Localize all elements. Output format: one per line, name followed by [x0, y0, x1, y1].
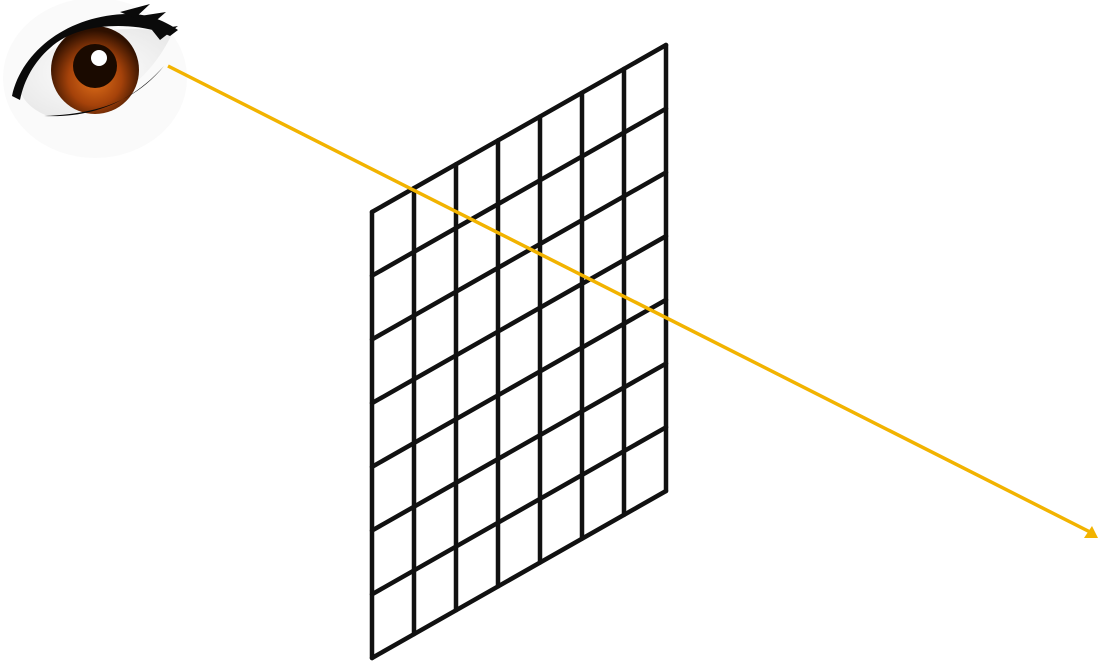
grid-plane: [372, 45, 666, 658]
ray-line: [168, 66, 1094, 534]
eye-icon: [3, 0, 187, 158]
arrowhead-icon: [1084, 526, 1098, 538]
ray: [168, 66, 1098, 538]
